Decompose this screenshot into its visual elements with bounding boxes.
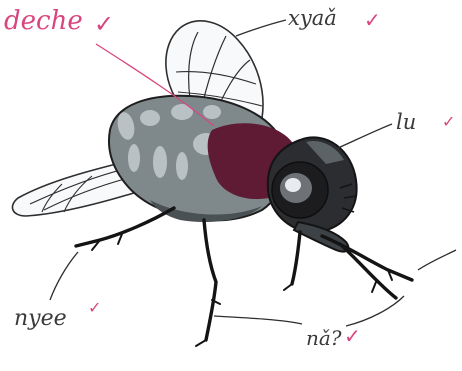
label-xyaa: xyaǎ: [288, 8, 337, 29]
check-nyee: ✓: [88, 300, 101, 316]
pointer-lu: [338, 124, 392, 148]
pointer-na-left: [214, 316, 302, 324]
label-na: nǎ?: [306, 328, 342, 348]
check-na: ✓: [344, 326, 361, 346]
check-deche: ✓: [94, 12, 114, 36]
check-lu: ✓: [442, 114, 455, 130]
label-lu: lu: [396, 112, 416, 133]
pointer-na-right: [346, 296, 404, 326]
label-nyee: nyee: [14, 308, 67, 330]
head: [268, 137, 357, 232]
body: [109, 96, 296, 222]
pointer-nyee: [50, 252, 78, 300]
pointer-xyaa: [236, 20, 286, 36]
pointer-right-leg: [418, 250, 456, 270]
legs: [76, 208, 412, 346]
label-deche: deche: [4, 8, 83, 34]
check-xyaa: ✓: [364, 10, 381, 30]
